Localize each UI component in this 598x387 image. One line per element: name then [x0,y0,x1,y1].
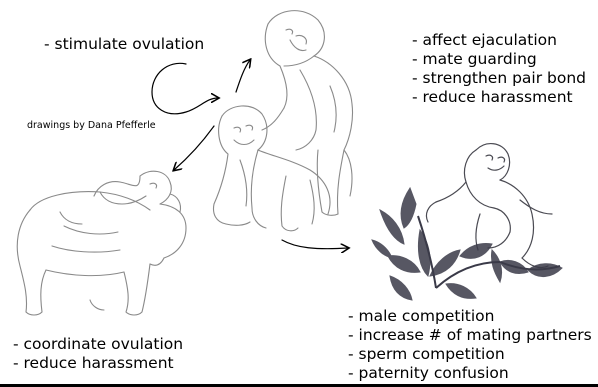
label-line: - reduce harassment [412,88,586,107]
label-line: - strengthen pair bond [412,69,586,88]
label-line: - mate guarding [412,50,586,69]
arrow-to-top-right [236,60,250,92]
label-line: - paternity confusion [348,364,592,383]
label-line: - stimulate ovulation [44,35,204,54]
arrow-to-bottom-right [282,240,348,249]
monkey-on-plant-drawing [372,144,562,300]
central-mating-pair-drawing [214,11,353,231]
drawing-credit: drawings by Dana Pfefferle [27,120,156,132]
arrows [152,60,348,249]
arrow-stimulate-ovulation-loop [152,63,218,113]
label-line: - affect ejaculation [412,31,586,50]
label-stimulate-ovulation: - stimulate ovulation [44,35,204,54]
label-line: - increase # of mating partners [348,326,592,345]
label-group-top-right: - affect ejaculation - mate guarding - s… [412,31,586,107]
label-line: - sperm competition [348,345,592,364]
label-line: - reduce harassment [13,354,183,373]
label-line: - male competition [348,307,592,326]
label-group-bottom-right: - male competition - increase # of matin… [348,307,592,383]
label-line: - coordinate ovulation [13,335,183,354]
arrow-to-bottom-left [174,126,214,170]
label-group-bottom-left: - coordinate ovulation - reduce harassme… [13,335,183,373]
mother-infant-drawing [17,171,186,315]
